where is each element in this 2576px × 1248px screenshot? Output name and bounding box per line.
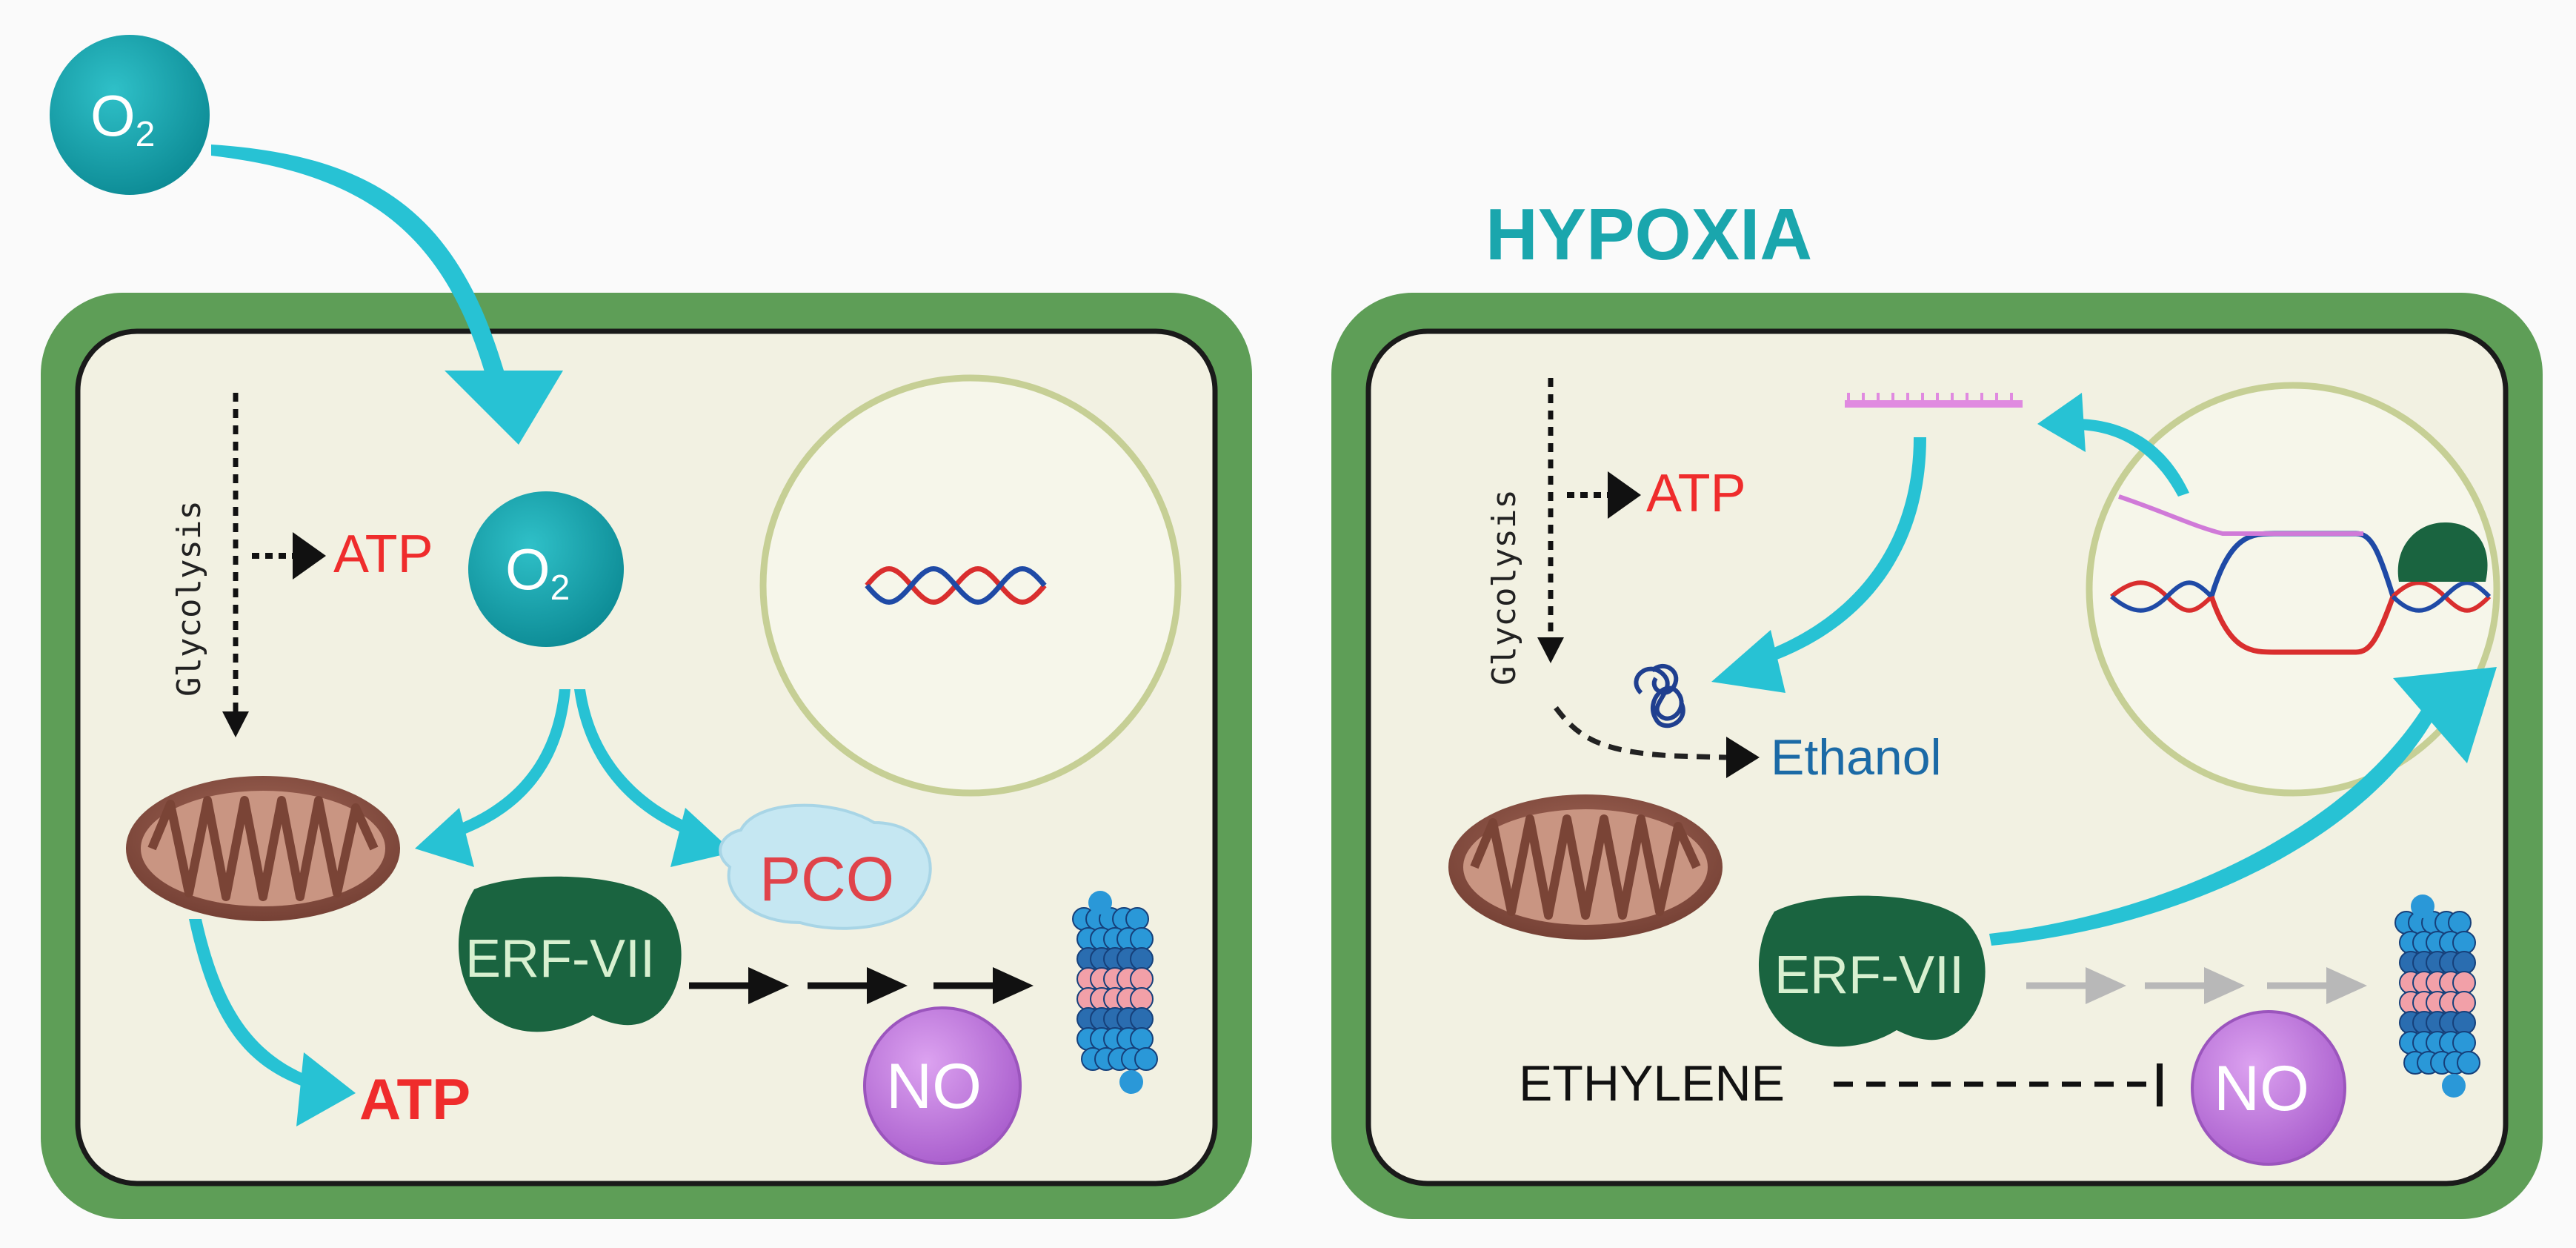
ethanol-label: Ethanol bbox=[1771, 729, 1942, 786]
proteasome-subunit bbox=[1130, 927, 1154, 951]
proteasome-subunit bbox=[1125, 907, 1149, 931]
protein-coil bbox=[1634, 664, 1685, 728]
cyan-arrows bbox=[189, 145, 2497, 1126]
proteasome-cap bbox=[1119, 1070, 1143, 1094]
svg-text:O2: O2 bbox=[90, 83, 155, 154]
o2-to-mitochondria-arrow bbox=[453, 689, 570, 837]
left-atp-glycolysis: ATP bbox=[333, 525, 433, 584]
left-erf-label: ERF-VII bbox=[465, 929, 655, 989]
left-glycolysis: Glycolysis ATP bbox=[170, 393, 433, 737]
mrna-strand bbox=[1845, 393, 2023, 408]
rna-polymerase bbox=[2397, 522, 2488, 582]
proteasome-cap bbox=[2411, 894, 2434, 918]
proteasome-subunit bbox=[2452, 1011, 2476, 1035]
right-erf-vii: ERF-VII bbox=[1758, 895, 1986, 1047]
proteasome-subunit bbox=[1130, 987, 1154, 1011]
proteasome-subunit bbox=[2452, 1031, 2476, 1055]
right-atp-glycolysis: ATP bbox=[1646, 464, 1746, 523]
left-glycolysis-label: Glycolysis bbox=[170, 500, 208, 697]
left-no-molecule: NO bbox=[863, 1006, 1022, 1165]
left-erf-vii: ERF-VII bbox=[458, 876, 682, 1032]
ethylene-label: ETHYLENE bbox=[1519, 1055, 1785, 1112]
right-no-label: NO bbox=[2214, 1053, 2309, 1124]
hypoxia-title: HYPOXIA bbox=[1485, 193, 1812, 275]
proteasome-subunit bbox=[2452, 951, 2476, 975]
proteasome-subunit bbox=[2452, 931, 2476, 955]
left-cell bbox=[41, 293, 1252, 1219]
proteasome-subunit bbox=[1130, 967, 1154, 991]
left-proteasome bbox=[1072, 891, 1158, 1094]
left-nucleus bbox=[759, 374, 1182, 797]
proteasome-cap bbox=[2442, 1074, 2466, 1098]
nucleus-to-mrna-arrow bbox=[2074, 419, 2189, 497]
left-dna-helix bbox=[865, 566, 1047, 605]
transcription-bubble bbox=[2110, 494, 2492, 655]
pco-label: PCO bbox=[759, 844, 894, 914]
proteasome-subunit bbox=[2457, 1051, 2480, 1075]
proteasome-subunit bbox=[2448, 911, 2472, 935]
o2-outside: O2 bbox=[50, 35, 210, 195]
right-glycolysis-label: Glycolysis bbox=[1485, 489, 1523, 686]
o2-inside: O2 bbox=[468, 491, 624, 647]
proteasome-subunit bbox=[2452, 991, 2476, 1015]
left-atp-mitochondria: ATP bbox=[359, 1066, 470, 1132]
pco-protein: PCO bbox=[719, 803, 932, 930]
proteasome-subunit bbox=[2452, 971, 2476, 995]
mrna-to-protein-arrow bbox=[1752, 437, 1926, 667]
proteasome-cap bbox=[1088, 891, 1112, 915]
svg-text:O2: O2 bbox=[505, 537, 570, 608]
o2-entry-arrow bbox=[211, 145, 504, 374]
right-mitochondrion bbox=[1448, 794, 1723, 940]
right-glycolysis: Glycolysis ATP Ethanol bbox=[1485, 378, 1942, 786]
right-proteasome bbox=[2394, 894, 2480, 1098]
mito-to-atp-arrow bbox=[189, 919, 315, 1089]
right-no-molecule: NO bbox=[2191, 1010, 2346, 1166]
left-mitochondrion bbox=[126, 776, 400, 921]
right-inhibited-arrows bbox=[2026, 967, 2367, 1004]
proteasome-subunit bbox=[1134, 1047, 1158, 1071]
right-nucleus bbox=[2086, 382, 2500, 797]
right-erf-label: ERF-VII bbox=[1774, 946, 1964, 1005]
proteasome-subunit bbox=[1130, 1007, 1154, 1031]
proteasome-subunit bbox=[1130, 947, 1154, 971]
left-no-label: NO bbox=[886, 1051, 982, 1122]
ethylene-inhibition: ETHYLENE bbox=[1519, 1055, 2163, 1112]
left-degradation-arrows bbox=[689, 967, 1034, 1004]
proteasome-subunit bbox=[1130, 1027, 1154, 1051]
